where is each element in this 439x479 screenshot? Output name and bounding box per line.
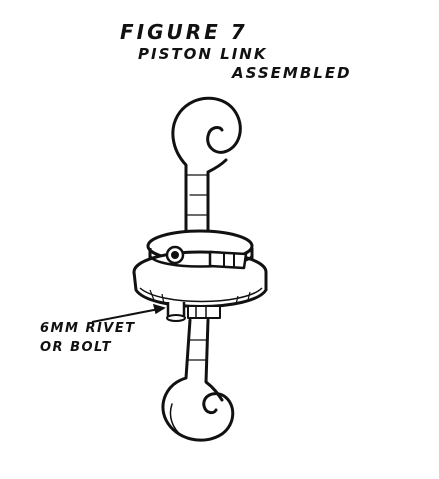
callout-line2: OR BOLT xyxy=(40,340,113,355)
upper-hook xyxy=(171,96,242,264)
lower-hook xyxy=(161,318,235,442)
callout-leader xyxy=(91,307,165,323)
figure-subtitle-line1: PISTON LINK xyxy=(138,45,268,63)
rivet xyxy=(166,302,221,322)
callout-arrowhead xyxy=(152,303,166,315)
callout-line1: 6MM RIVET xyxy=(40,321,136,336)
figure-title: FIGURE 7 xyxy=(120,20,248,44)
figure-subtitle-line2: ASSEMBLED xyxy=(232,64,352,82)
piston-disc xyxy=(132,229,268,308)
